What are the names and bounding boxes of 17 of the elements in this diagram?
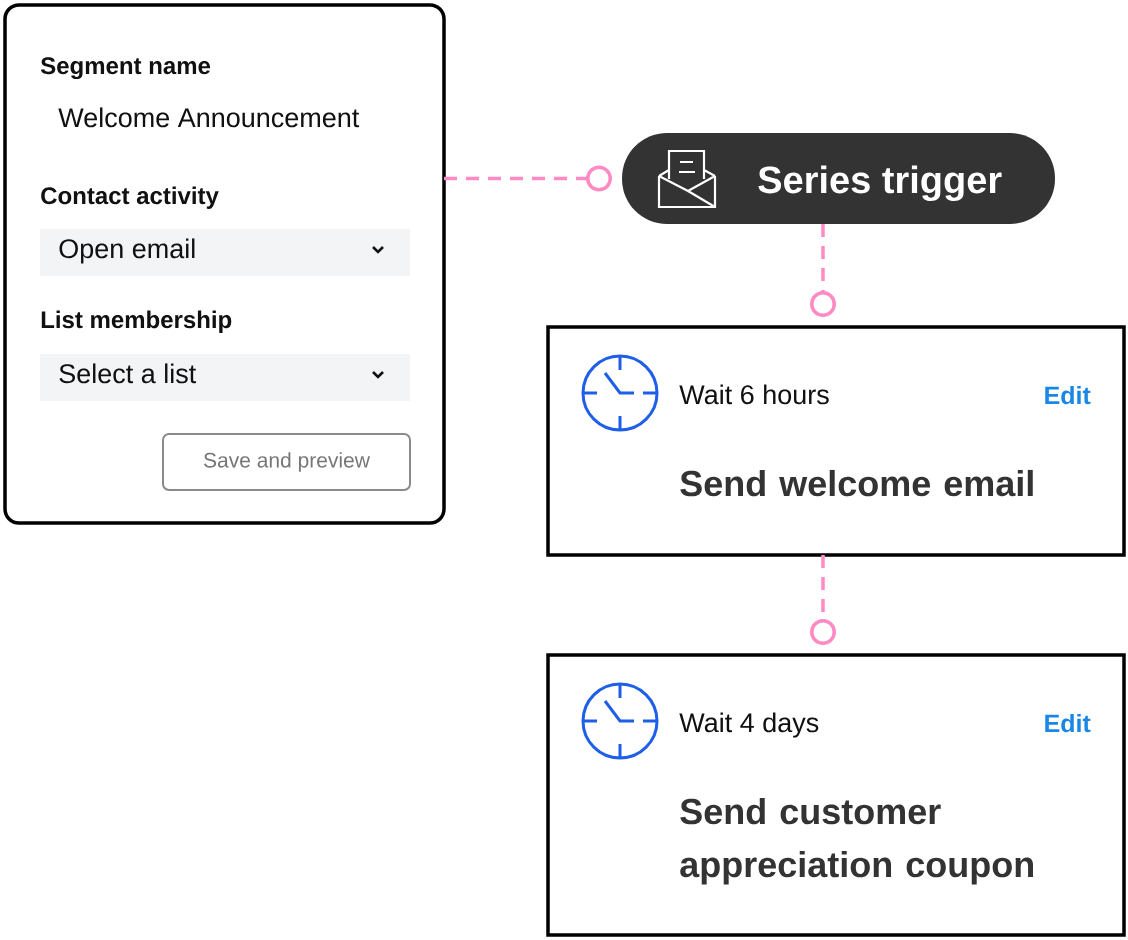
connector <box>444 165 612 192</box>
field-value: Welcome Announcement <box>58 107 360 128</box>
edit-link: Edit <box>1045 385 1091 405</box>
save-button: Save and preview <box>162 433 411 491</box>
edit-link: Edit <box>1045 713 1091 733</box>
wait-text: Wait 6 hours <box>679 384 829 405</box>
action-title: Send customer appreciation coupon <box>680 797 1033 885</box>
dropdown: Select a list <box>40 354 410 401</box>
field-label: List membership <box>41 310 232 333</box>
trigger-pill: Series trigger <box>622 133 1055 224</box>
action-title: Send welcome email <box>680 469 1033 497</box>
field-label: Contact activity <box>41 186 219 209</box>
connector <box>810 224 836 317</box>
connector <box>810 555 836 645</box>
field-label: Segment name <box>40 57 211 80</box>
dropdown: Open email <box>40 229 410 276</box>
wait-text: Wait 4 days <box>679 712 819 738</box>
